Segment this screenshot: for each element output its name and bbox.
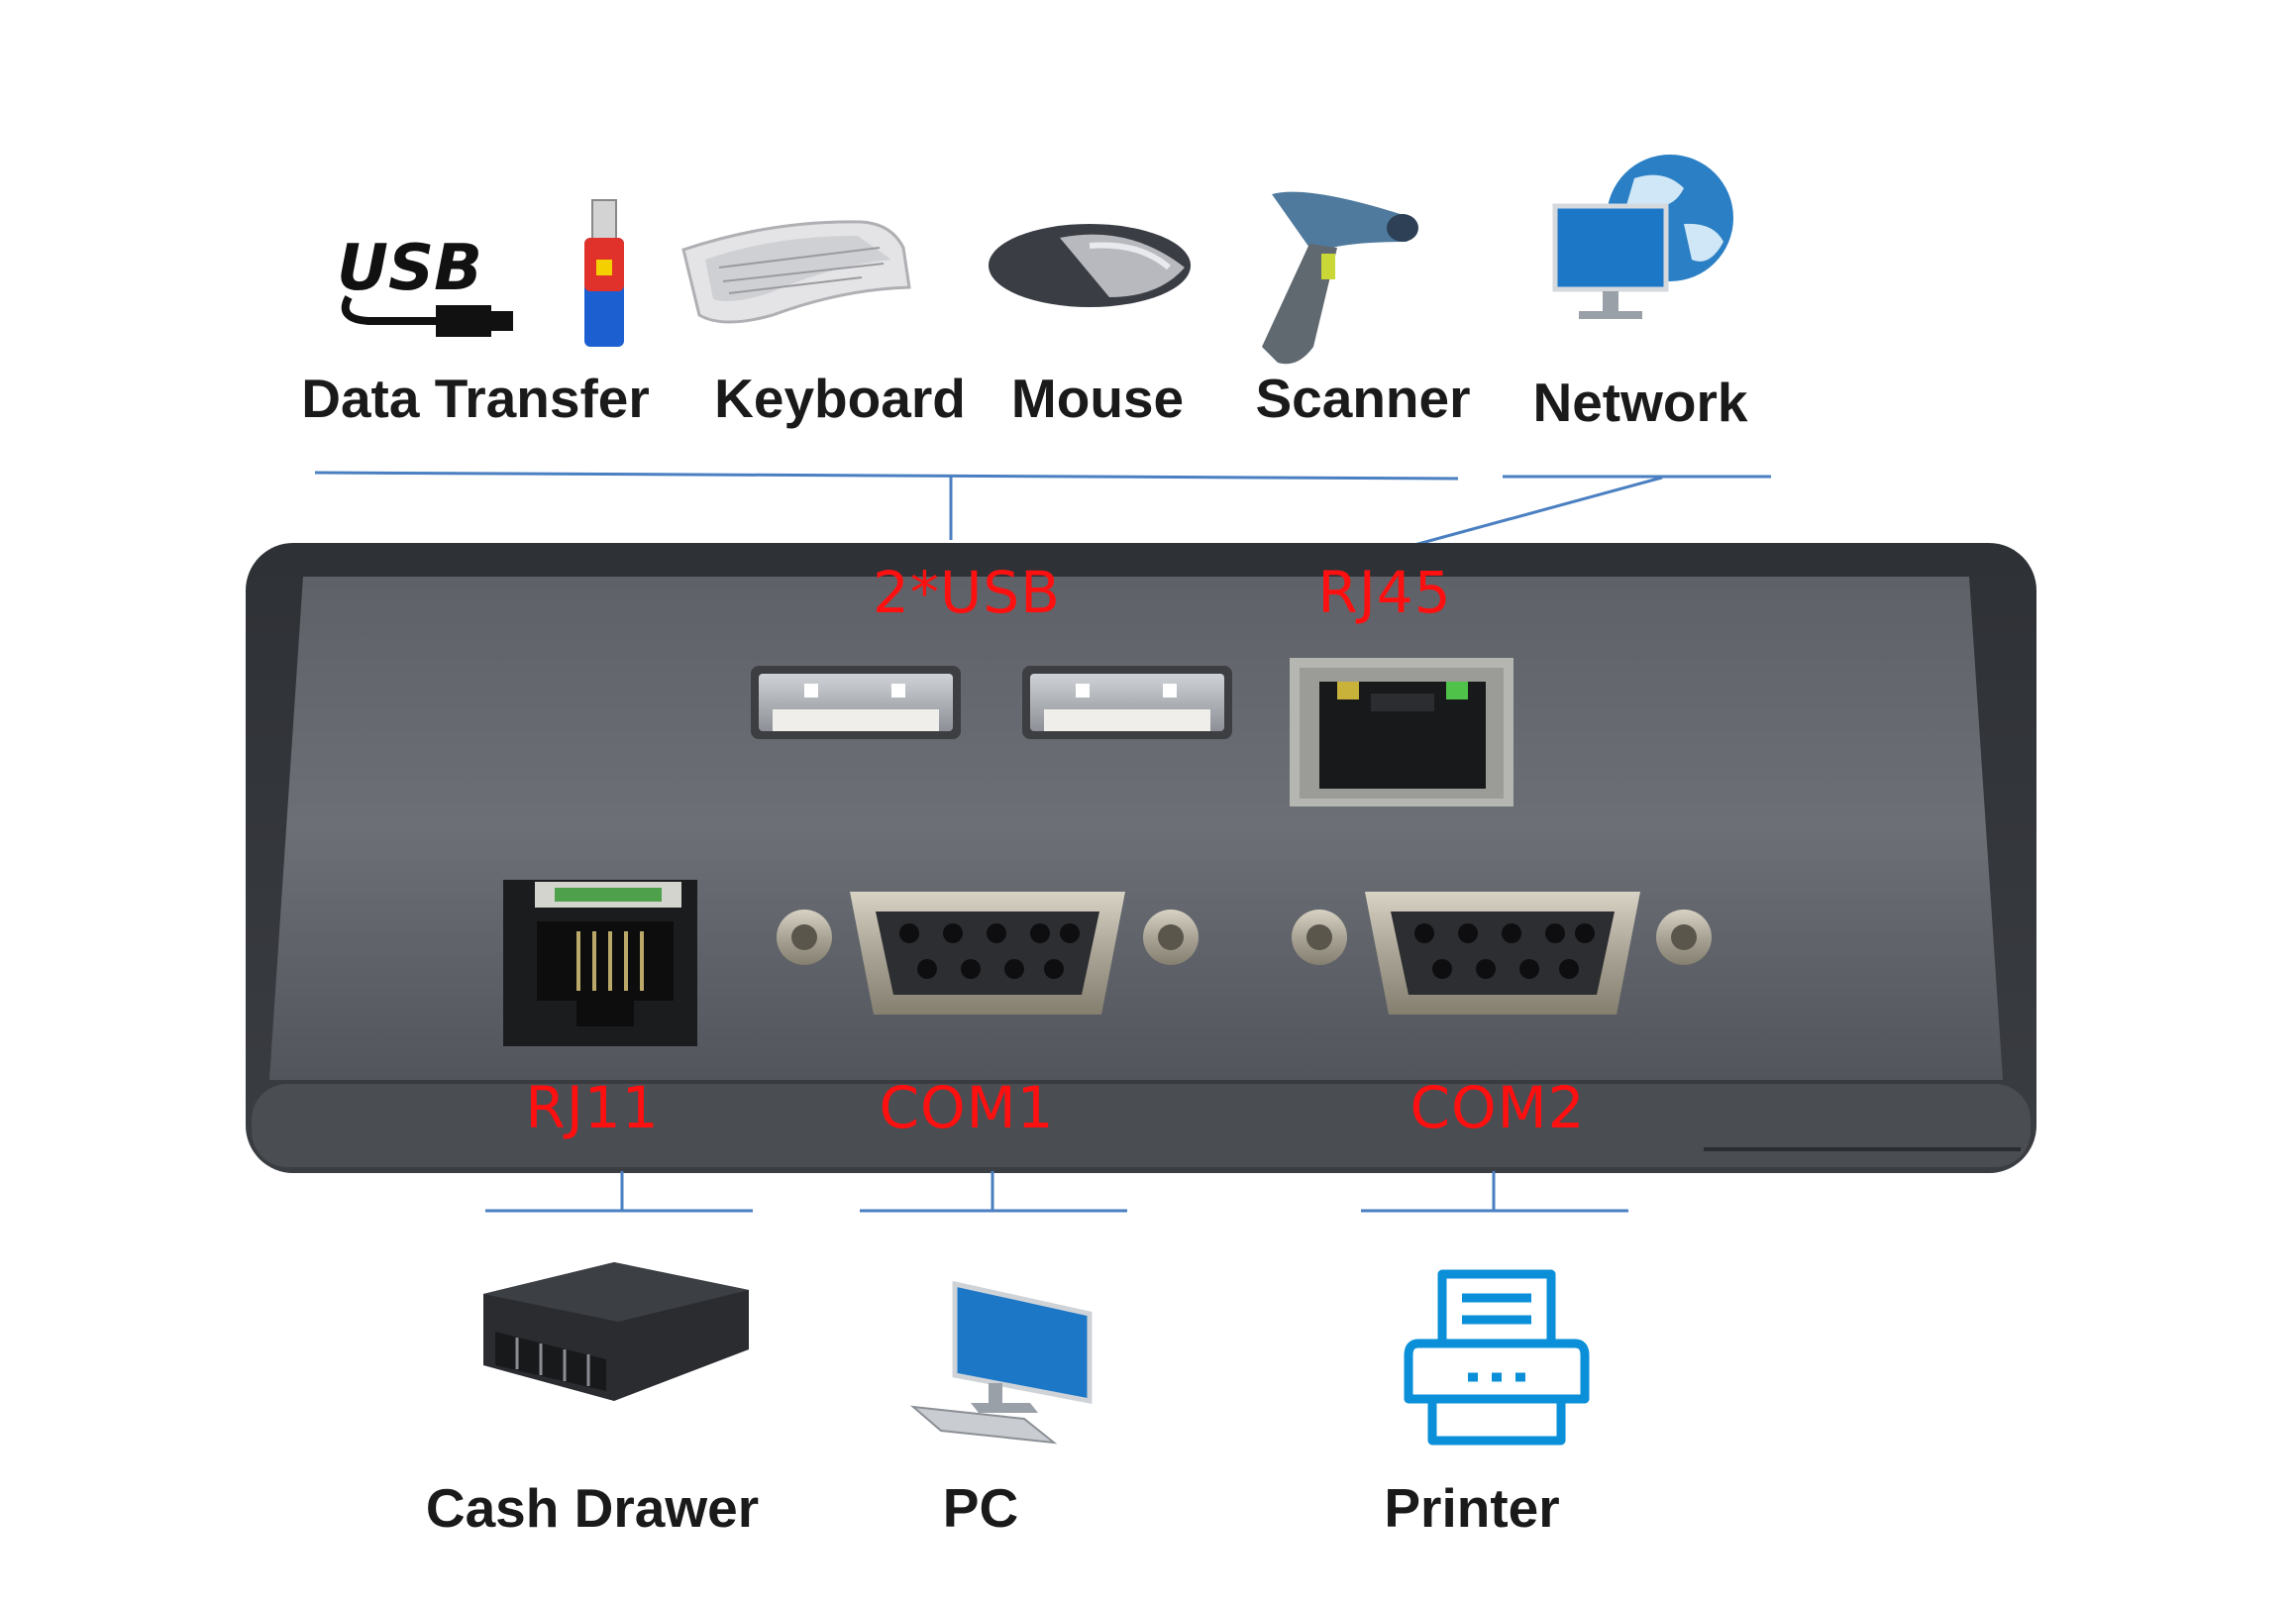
usb-port-2 [1022, 666, 1232, 739]
usb-port-1 [751, 666, 961, 739]
printer-icon [1404, 1269, 1590, 1446]
com2-port [1292, 892, 1712, 1015]
barcode-scanner-icon [1262, 191, 1418, 365]
device-label-scanner: Scanner [1255, 368, 1471, 429]
device-label-keyboard: Keyboard [714, 368, 966, 429]
usb-logo-icon: USB [337, 232, 513, 337]
rj45-drop-line [1413, 476, 1663, 547]
usb-flash-drive-icon [584, 199, 624, 347]
network-globe-icon [1552, 155, 1733, 319]
device-label-pc: PC [942, 1477, 1019, 1539]
usb-devices-bracket-line [314, 471, 1459, 481]
com1-port [777, 892, 1199, 1015]
port-label-com1: COM1 [879, 1074, 1055, 1141]
svg-text:USB: USB [337, 232, 482, 305]
pc-monitor-icon [909, 1280, 1093, 1445]
device-bottom-edge [252, 1084, 2031, 1167]
port-label-rj45: RJ45 [1317, 559, 1452, 626]
connector-lines-bottom [485, 1171, 1628, 1213]
keyboard-icon [681, 220, 911, 324]
port-label-usb: 2*USB [873, 559, 1061, 626]
rj45-port [1290, 658, 1513, 806]
rj11-port [503, 880, 697, 1046]
port-label-rj11: RJ11 [525, 1074, 660, 1141]
device-label-data-transfer: Data Transfer [301, 368, 650, 429]
mouse-icon [989, 224, 1191, 307]
device-label-printer: Printer [1384, 1477, 1560, 1539]
device-label-network: Network [1532, 372, 1748, 433]
port-label-com2: COM2 [1409, 1074, 1586, 1141]
connector-lines-top [314, 471, 1771, 547]
device-label-cash-drawer: Cash Drawer [425, 1477, 760, 1539]
cash-drawer-icon [483, 1262, 749, 1401]
device-label-mouse: Mouse [1010, 368, 1185, 429]
